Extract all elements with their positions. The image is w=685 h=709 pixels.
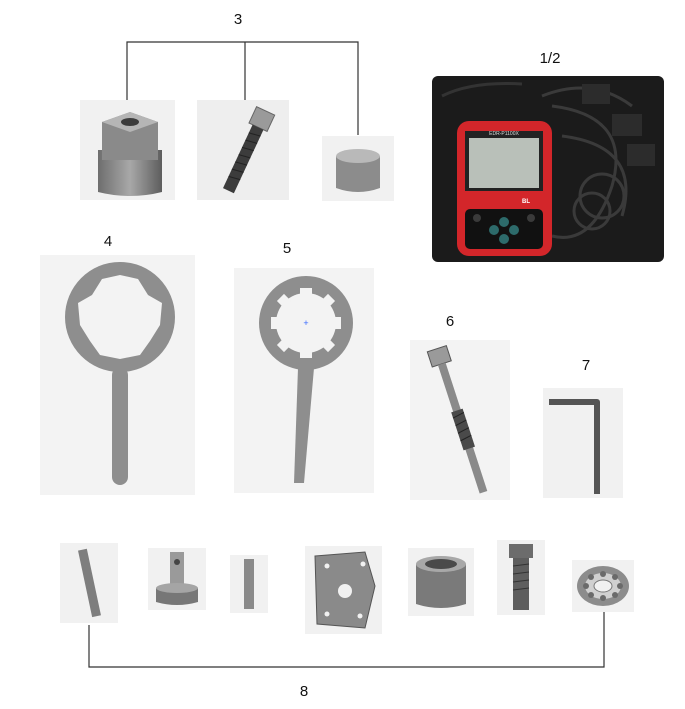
svg-text:+: + (303, 318, 308, 328)
label-8: 8 (299, 683, 309, 700)
pivot-pin-part (148, 548, 206, 610)
scanner-brand-text: EDR-P1100X (489, 131, 519, 137)
long-bolt-part (410, 340, 510, 500)
spanner-wrench-5: + (234, 268, 374, 493)
mounting-plate-part (305, 546, 382, 634)
label-1-2: 1/2 (539, 50, 561, 67)
scanner-kit-photo: EDR-P1100X BL (432, 76, 664, 262)
bushing-part (408, 548, 474, 616)
label-4: 4 (103, 233, 113, 250)
spanner-wrench-4 (40, 255, 195, 495)
scanner-logo-text: BL (522, 199, 530, 205)
threaded-stud-part (497, 540, 545, 615)
holder-block-part (80, 100, 175, 200)
cap-part (322, 136, 394, 201)
hex-key-part (543, 388, 623, 498)
label-7: 7 (581, 357, 591, 374)
label-6: 6 (445, 313, 455, 330)
dowel-pin-angled (60, 543, 118, 623)
label-3: 3 (233, 11, 243, 28)
label-5: 5 (282, 240, 292, 257)
ball-bearing-part (572, 560, 634, 612)
short-pin-part (230, 555, 268, 613)
bolt-part (197, 100, 289, 200)
